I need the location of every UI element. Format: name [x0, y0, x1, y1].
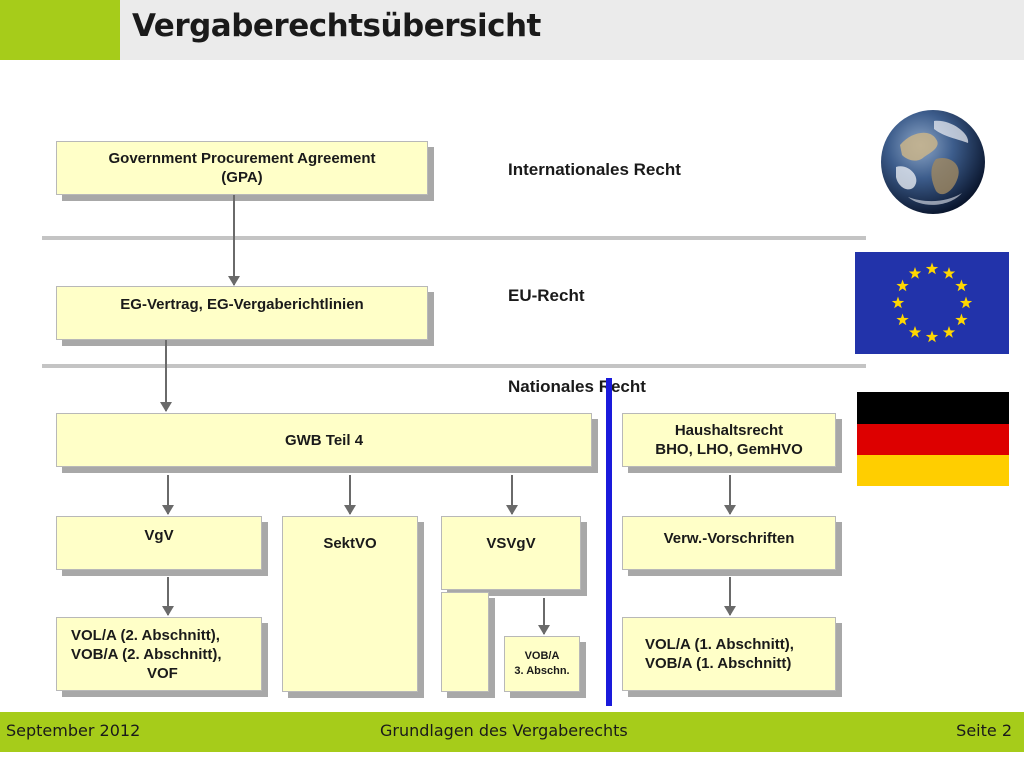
arrow-gpa-to-eg: [228, 195, 240, 286]
vol1-line2: VOB/A (1. Abschnitt): [645, 655, 792, 672]
arrow-verw-to-vol1: [724, 577, 736, 616]
eu-star-icon: [908, 325, 922, 338]
arrow-vsvgv-to-vob3: [538, 598, 550, 635]
eu-star-icon: [925, 330, 939, 343]
eu-flag-icon: [855, 252, 1009, 354]
eu-star-icon: [955, 313, 968, 326]
eu-star-icon: [896, 313, 909, 326]
vsvgv-box-extension: [441, 592, 489, 692]
verw-vorschriften-box: Verw.-Vorschriften: [622, 516, 836, 570]
footer-topic: Grundlagen des Vergaberechts: [380, 721, 628, 740]
eu-star-icon: [942, 325, 956, 338]
vol-vob-2-abschnitt-box: VOL/A (2. Abschnitt), VOB/A (2. Abschnit…: [56, 617, 262, 691]
divider-vergabe-haushalt: [606, 378, 612, 706]
sektvo-box: SektVO: [282, 516, 418, 692]
eu-star-icon: [942, 267, 956, 279]
arrow-eg-to-gwb: [160, 340, 172, 412]
gpa-box: Government Procurement Agreement (GPA): [56, 141, 428, 195]
eu-star-icon: [959, 296, 973, 309]
level-label-international: Internationales Recht: [508, 160, 681, 179]
eu-star-icon: [908, 267, 922, 279]
vol2-line3: VOF: [147, 665, 178, 682]
eu-star-icon: [925, 262, 939, 275]
arrow-gwb-to-sektvo: [344, 475, 356, 515]
verw-vorschriften-label: Verw.-Vorschriften: [663, 530, 795, 547]
haushaltsrecht-line1: Haushaltsrecht: [674, 422, 784, 439]
arrow-gwb-to-vsvgv: [506, 475, 518, 515]
gpa-box-line2: (GPA): [221, 169, 263, 186]
footer-bar: September 2012 Grundlagen des Vergaberec…: [0, 712, 1024, 752]
header-accent: [0, 0, 120, 60]
gwb-box-label: GWB Teil 4: [284, 431, 364, 449]
vsvgv-box: VSVgV: [441, 516, 581, 590]
germany-flag-icon: [857, 392, 1009, 486]
footer-date: September 2012: [6, 721, 141, 740]
level-label-eu: EU-Recht: [508, 286, 585, 305]
vol2-line2: VOB/A (2. Abschnitt),: [71, 646, 222, 663]
gpa-box-line1: Government Procurement Agreement: [108, 150, 376, 167]
arrow-haushalt-to-verw: [724, 475, 736, 515]
level-label-national: Nationales Recht: [508, 377, 646, 396]
eu-star-icon: [955, 279, 968, 292]
sektvo-box-label: SektVO: [323, 535, 377, 552]
eu-star-icon: [896, 279, 909, 292]
vgv-box-label: VgV: [144, 527, 174, 544]
vob3-line1: VOB/A: [524, 650, 560, 662]
vol-vob-1-abschnitt-box: VOL/A (1. Abschnitt), VOB/A (1. Abschnit…: [622, 617, 836, 691]
haushaltsrecht-box: Haushaltsrecht BHO, LHO, GemHVO: [622, 413, 836, 467]
footer-page-number: Seite 2: [956, 721, 1012, 740]
divider-international-eu: [42, 236, 866, 240]
eg-box-label: EG-Vertrag, EG-Vergaberichtlinien: [120, 296, 364, 313]
divider-eu-national: [42, 364, 866, 368]
haushaltsrecht-line2: BHO, LHO, GemHVO: [655, 441, 803, 458]
vgv-box: VgV: [56, 516, 262, 570]
eg-box: EG-Vertrag, EG-Vergaberichtlinien: [56, 286, 428, 340]
eu-star-icon: [891, 296, 905, 309]
vob-3-abschnitt-box: VOB/A 3. Abschn.: [504, 636, 580, 692]
vsvgv-box-label: VSVgV: [486, 535, 536, 552]
earth-globe-icon: [878, 107, 988, 217]
page-title: Vergaberechtsübersicht: [132, 8, 541, 44]
arrow-vgv-to-vol2: [162, 577, 174, 616]
arrow-gwb-to-vgv: [162, 475, 174, 515]
vol2-line1: VOL/A (2. Abschnitt),: [71, 627, 220, 644]
gwb-box: GWB Teil 4: [56, 413, 592, 467]
vob3-line2: 3. Abschn.: [514, 665, 570, 677]
vol1-line1: VOL/A (1. Abschnitt),: [645, 636, 794, 653]
header-bar: [120, 0, 1024, 60]
